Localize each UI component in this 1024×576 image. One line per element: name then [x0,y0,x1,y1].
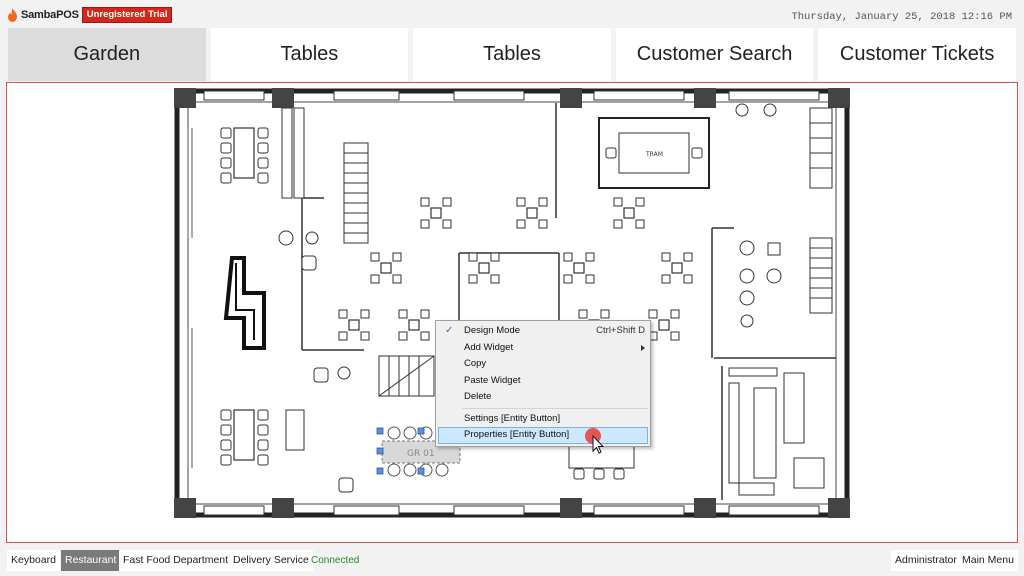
tab-customer-tickets[interactable]: Customer Tickets [818,28,1016,81]
entity-screen-panel[interactable]: TRAM [6,82,1018,543]
trial-badge: Unregistered Trial [81,7,173,23]
menu-separator [462,407,648,409]
app-header: SambaPOS Unregistered Trial Thursday, Ja… [0,0,1024,28]
tab-garden[interactable]: Garden [8,28,206,81]
menu-item-design-mode[interactable]: ✓ Design Mode Ctrl+Shift D [436,323,650,340]
widget-chairs [387,426,449,477]
shortcut-text: Ctrl+Shift D [596,325,645,336]
footer-main-menu-button[interactable]: Main Menu [958,550,1018,571]
footer-keyboard-button[interactable]: Keyboard [7,550,60,571]
widget-label: GR 01 [407,449,435,459]
connection-status: Connected [311,555,360,566]
submenu-arrow-icon [641,344,645,351]
footer-administrator-button[interactable]: Administrator [891,550,961,571]
footer-delivery-button[interactable]: Delivery Service [229,550,313,571]
menu-item-paste-widget[interactable]: Paste Widget [464,374,521,386]
floor-plan-image: TRAM [174,88,850,518]
footer-restaurant-button[interactable]: Restaurant [61,550,121,571]
checkmark-icon: ✓ [445,325,454,336]
app-footer: Keyboard Restaurant Fast Food Department… [0,546,1024,576]
menu-item-delete[interactable]: Delete [464,391,492,402]
menu-item-copy[interactable]: Copy [464,358,487,369]
menu-item-add-widget[interactable]: Add Widget [436,340,650,357]
entity-screen-tabs: Garden Tables Tables Customer Search Cus… [8,28,1016,81]
tab-tables[interactable]: Tables [210,28,409,81]
logo-text: SambaPOS [21,9,79,21]
menu-item-properties[interactable]: Properties [Entity Button] [438,427,648,444]
stage-label: TRAM [645,151,663,158]
context-menu: ✓ Design Mode Ctrl+Shift D Add Widget Co… [435,320,651,447]
tab-tables-2[interactable]: Tables [413,28,611,81]
app-logo: SambaPOS Unregistered Trial [7,7,173,23]
footer-fast-food-button[interactable]: Fast Food Department [119,550,233,571]
menu-item-settings[interactable]: Settings [Entity Button] [464,412,561,424]
mouse-cursor-icon [585,428,605,454]
flame-icon [8,8,17,22]
datetime-display: Thursday, January 25, 2018 12:16 PM [791,11,1012,23]
gr01-entity-button[interactable]: GR 01 [381,440,461,464]
tab-customer-search[interactable]: Customer Search [615,28,814,81]
